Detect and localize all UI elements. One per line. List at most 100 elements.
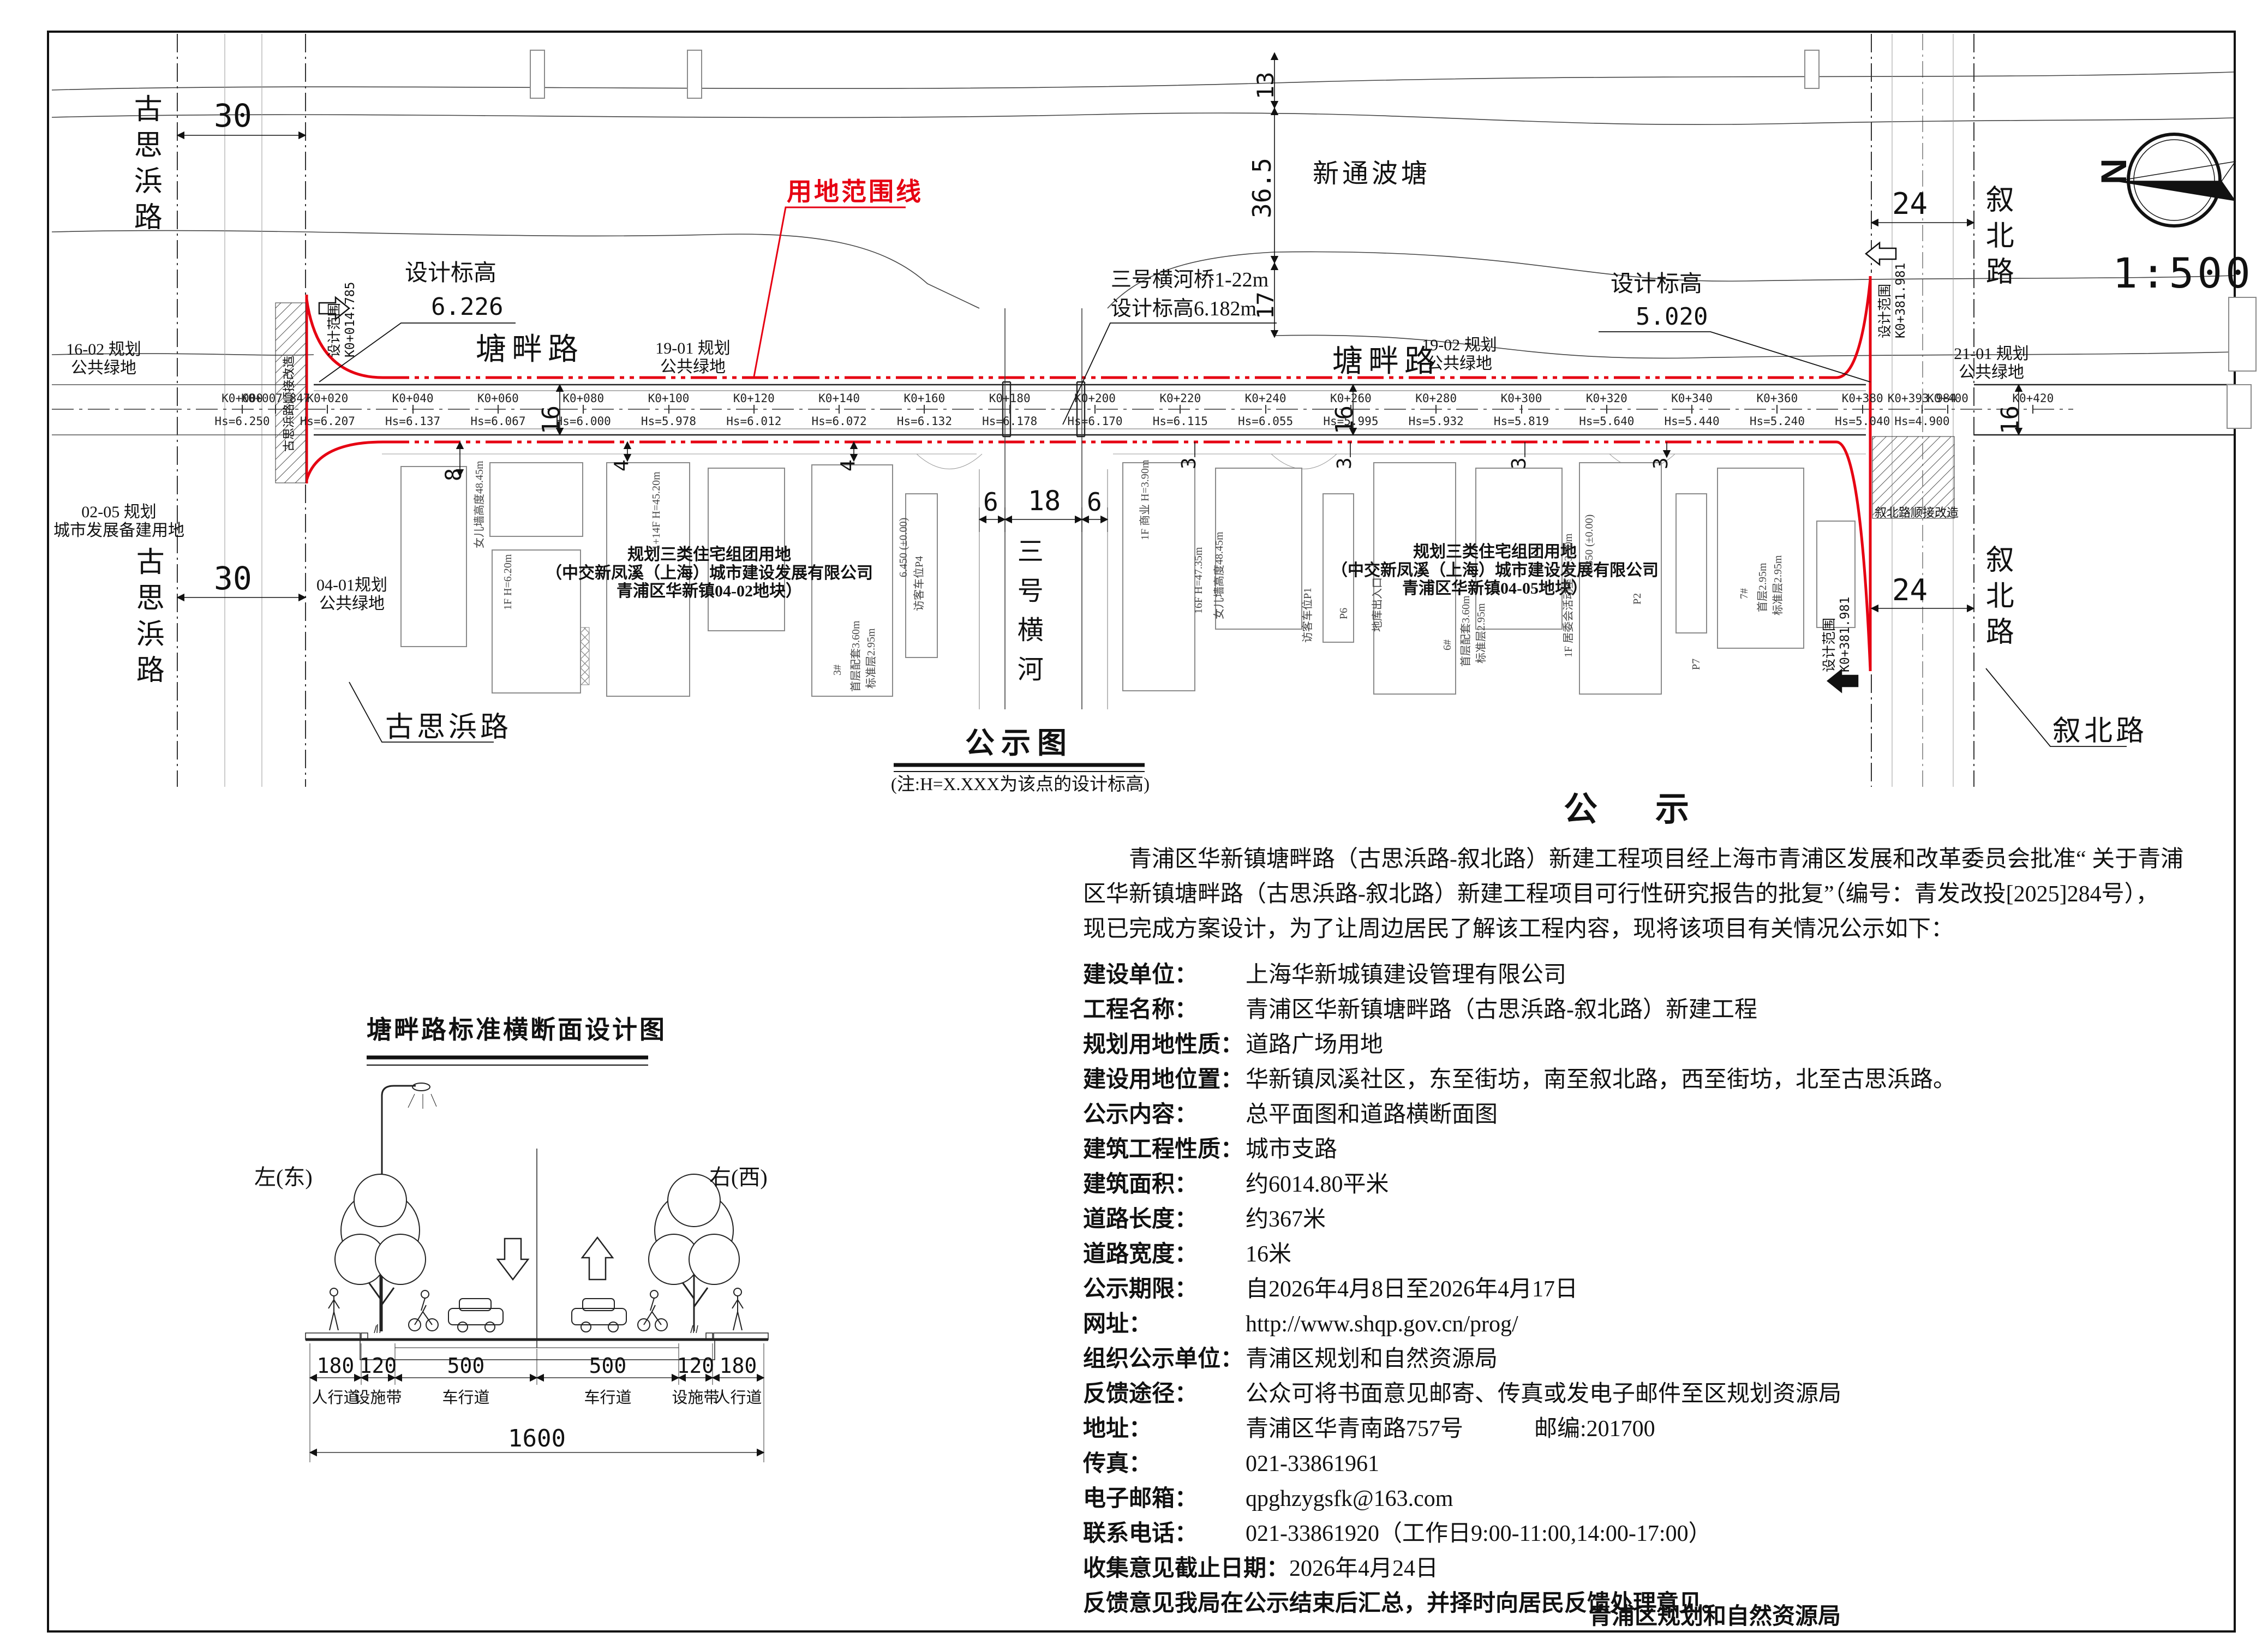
chainage-tick xyxy=(1691,405,1693,414)
notice-field-label: 公示内容： xyxy=(1083,1101,1198,1127)
notice-field-row: 建设用地位置：华新镇凤溪社区，东至街坊，南至叙北路，西至街坊，北至古思浜路。 xyxy=(1083,1061,2245,1096)
section-seg-0: 人行道 xyxy=(312,1389,360,1407)
chainage-elevation: Hs=5.995 xyxy=(1323,415,1379,428)
design-elev-left-title: 设计标高 xyxy=(405,261,497,286)
road-xubei-label-bottom: 叙北路 xyxy=(1981,545,2013,653)
parcel-19-01: 19-01 规划 公共绿地 xyxy=(644,339,742,376)
chainage-tick xyxy=(1521,405,1522,414)
section-seg-2: 车行道 xyxy=(442,1389,490,1407)
notice-signature: 青浦区规划和自然资源局 xyxy=(1589,1603,1841,1629)
notice-field-row: 规划用地性质：道路广场用地 xyxy=(1083,1026,2245,1061)
design-range-end-top-label: 设计范围 xyxy=(1878,283,1893,338)
section-dim-5: 180 xyxy=(719,1354,757,1378)
leader-lines xyxy=(319,322,2127,747)
notice-field-value: 道路广场用地 xyxy=(1246,1032,1384,1057)
notice-field-row: 组织公示单位：青浦区规划和自然资源局 xyxy=(1083,1340,2245,1375)
building-note: 1F 居委会活动室 H=3.90m xyxy=(1563,533,1575,657)
notice-field-label: 收集意见截止日期： xyxy=(1083,1555,1290,1581)
notice-field-row: 反馈途径：公众可将书面意见邮寄、传真或发电子邮件至区规划资源局 xyxy=(1083,1375,2245,1410)
chainage-label: K0+000 xyxy=(222,392,263,405)
design-range-end-top: 设计范围 K0+381.981 xyxy=(1878,263,1908,338)
parcel-04-05: 规划三类住宅组团用地 （中交新凤溪（上海）城市建设发展有限公司 青浦区华新镇04… xyxy=(1331,543,1659,598)
notice-field-row: 公示期限：自2026年4月8日至2026年4月17日 xyxy=(1083,1270,2245,1305)
red-boundary xyxy=(305,276,1872,671)
notice-field-value: qpghzygsfk@163.com xyxy=(1246,1486,1453,1511)
notice-field-value: 约367米 xyxy=(1246,1207,1326,1232)
hatch-left-connect xyxy=(275,302,306,483)
chainage-tick xyxy=(753,405,755,414)
dim-30-top: 30 xyxy=(214,97,252,134)
notice-field-label: 地址： xyxy=(1083,1415,1152,1441)
section-seg-3: 车行道 xyxy=(584,1389,632,1407)
chainage-tick xyxy=(839,405,840,414)
chainage-tick xyxy=(242,405,243,414)
chainage-label: K0+200 xyxy=(1074,392,1116,405)
notice-field-value: 青浦区规划和自然资源局 xyxy=(1246,1347,1498,1372)
chainage-elevation: Hs=6.207 xyxy=(300,415,355,428)
chainage-elevation: Hs=5.978 xyxy=(641,415,697,428)
chainage-tick xyxy=(1947,405,1948,414)
notice-field-label: 传真： xyxy=(1083,1450,1152,1476)
corridor-curbs xyxy=(52,384,2234,469)
notice-field-row: 电子邮箱：qpghzygsfk@163.com xyxy=(1083,1480,2245,1515)
notice-field-row: 建筑工程性质：城市支路 xyxy=(1083,1131,2245,1165)
parcel-02-05: 02-05 规划 城市发展备建用地 xyxy=(48,503,190,540)
building-note: 1+14F H=45.20m xyxy=(650,471,662,550)
chainage-label: K0+380 xyxy=(1841,392,1883,405)
connect-right-label: 叙北路顺接改造 xyxy=(1875,506,1959,519)
building-note: 7# xyxy=(1738,588,1750,599)
section-dimensions xyxy=(309,1343,765,1462)
building-note: 1F 商业 H=3.90m xyxy=(1139,459,1151,540)
notice-field-value: 2026年4月24日 xyxy=(1289,1556,1439,1581)
chainage-tick xyxy=(1009,405,1010,414)
chainage-label: K0+080 xyxy=(562,392,605,405)
section-seg-4: 设施带 xyxy=(672,1389,720,1407)
river-banks xyxy=(51,71,2234,359)
notice-field-row: 道路长度：约367米 xyxy=(1083,1200,2245,1235)
section-left-label: 左(东) xyxy=(254,1165,313,1189)
parcel-16-02-line2: 公共绿地 xyxy=(71,358,136,377)
parcel-19-02-line2: 公共绿地 xyxy=(1427,354,1492,373)
notice-field-extra: 邮编:201700 xyxy=(1534,1416,1655,1442)
chainage-label: K0+260 xyxy=(1330,392,1372,405)
notice-para-3: 现已完成方案设计，为了让周边居民了解该工程内容，现将该项目有关情况公示如下： xyxy=(1083,917,1954,942)
section-seg-5: 人行道 xyxy=(714,1389,762,1407)
dim-18: 18 xyxy=(1028,485,1061,517)
notice-field-label: 道路宽度： xyxy=(1083,1241,1198,1266)
parcel-04-05-line3: 青浦区华新镇04-05地块） xyxy=(1402,579,1588,598)
parcel-04-02-line1: 规划三类住宅组团用地 xyxy=(627,546,791,564)
dim-3-b: 3 xyxy=(1333,457,1356,469)
parcel-04-01-line2: 公共绿地 xyxy=(319,594,385,613)
chainage-elevation: Hs=5.932 xyxy=(1408,415,1464,428)
section-dim-3: 500 xyxy=(589,1354,627,1378)
design-range-start-label: 设计范围 xyxy=(327,302,342,357)
chainage-label: K0+100 xyxy=(648,392,690,405)
building-note: 1F H=6.20m xyxy=(502,554,514,610)
chainage-tick xyxy=(327,405,328,414)
chainage-tick xyxy=(1921,405,1923,414)
notice-para-2: 区华新镇塘畔路（古思浜路-叙北路）新建工程项目可行性研究报告的批复”（编号：青发… xyxy=(1083,882,2159,907)
north-letter: N xyxy=(2093,158,2134,184)
chainage-label: K0+060 xyxy=(477,392,519,405)
chainage-label: K0+320 xyxy=(1585,392,1627,405)
design-range-start-chainage: K0+014.785 xyxy=(343,282,357,357)
parcel-16-02-line1: 16-02 规划 xyxy=(66,340,141,358)
building-note: 标准层2.95m xyxy=(1475,603,1487,663)
road-tangpan-label-west: 塘畔路 xyxy=(476,333,584,367)
xubei-leader-label: 叙北路 xyxy=(2052,716,2148,747)
notice-field-value: 公众可将书面意见邮寄、传真或发电子邮件至区规划资源局 xyxy=(1246,1382,1842,1407)
chainage-tick xyxy=(1265,405,1266,414)
dim-4-a: 4 xyxy=(611,459,633,471)
building-note: 标准层2.95m xyxy=(865,628,877,689)
notice-field-label: 规划用地性质： xyxy=(1083,1031,1244,1057)
design-elev-right-title: 设计标高 xyxy=(1611,272,1703,297)
sheet-frame xyxy=(47,31,2236,1633)
chainage-label: K0+160 xyxy=(903,392,946,405)
boundary-line-label: 用地范围线 xyxy=(787,178,923,206)
section-right-label: 右(西) xyxy=(709,1165,768,1189)
chainage-tick xyxy=(497,405,499,414)
section-dim-4: 120 xyxy=(677,1354,715,1378)
river-xintongbotang-label: 新通波塘 xyxy=(1313,159,1431,188)
